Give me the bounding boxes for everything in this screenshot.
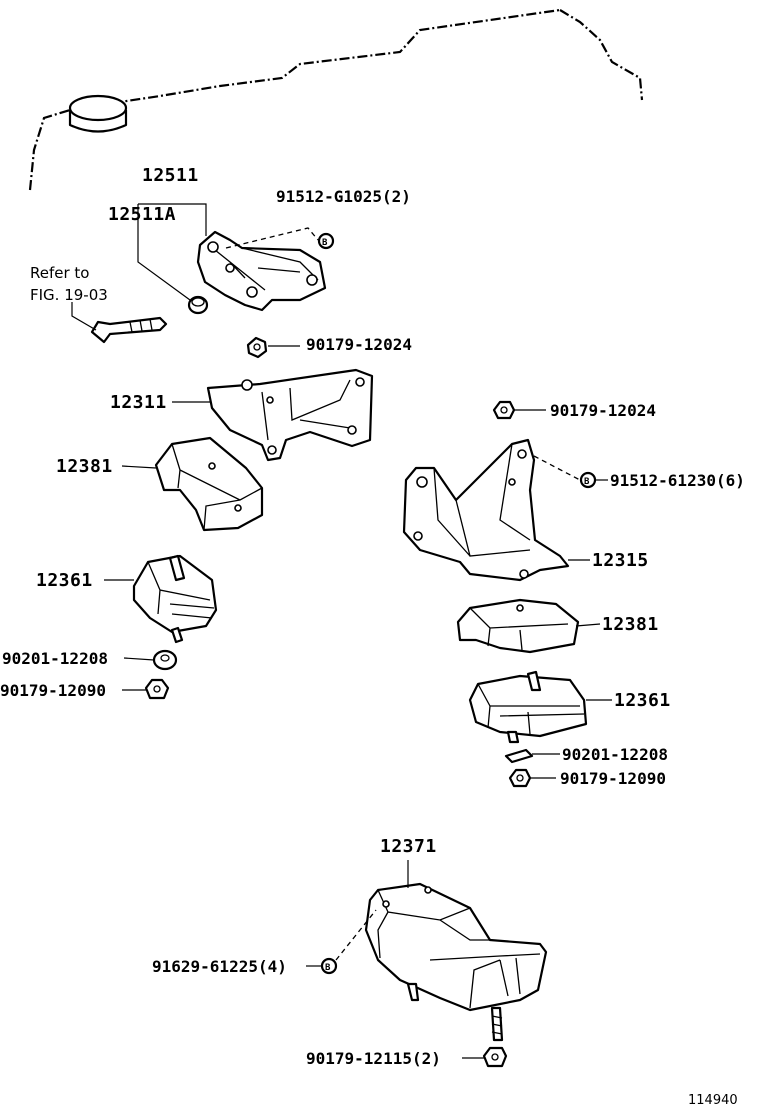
svg-text:B: B <box>325 963 331 973</box>
label-12511A: 12511A <box>108 204 176 225</box>
washer-icon-right <box>504 748 534 764</box>
label-nut-left: 90179-12090 <box>0 681 106 700</box>
label-washer-left: 90201-12208 <box>2 649 108 668</box>
label-12511: 12511 <box>142 165 199 186</box>
label-12315: 12315 <box>592 550 649 571</box>
label-12361-right: 12361 <box>614 690 671 711</box>
left-mount <box>132 554 218 644</box>
left-insulator <box>154 436 264 532</box>
bolt-icon-rear: B <box>320 957 338 975</box>
figure-number: 114940 <box>688 1093 738 1108</box>
bolt-icon-upper: B <box>317 232 335 250</box>
upper-engine-bracket <box>196 230 327 312</box>
nut-icon-right-top <box>492 400 516 420</box>
label-bolt-upper: 91512-G1025(2) <box>276 187 411 206</box>
label-12311: 12311 <box>110 392 167 413</box>
label-12371: 12371 <box>380 836 437 857</box>
bolt-icon-right: B <box>579 471 597 489</box>
label-12381-right: 12381 <box>602 614 659 635</box>
right-insulator <box>456 598 580 654</box>
label-bolt-right: 91512-61230(6) <box>610 471 745 490</box>
nut-icon-right <box>508 768 532 788</box>
nut-icon-rear <box>482 1046 508 1068</box>
label-nut-rear: 90179-12115(2) <box>306 1049 441 1068</box>
label-washer-right: 90201-12208 <box>562 745 668 764</box>
svg-text:B: B <box>322 238 328 248</box>
engine-outline <box>28 8 644 191</box>
label-refer-to: Refer to <box>30 264 89 282</box>
label-nut-upper: 90179-12024 <box>306 335 412 354</box>
right-mount <box>468 670 588 744</box>
rear-mount <box>364 882 548 1042</box>
label-nut-right-top: 90179-12024 <box>550 401 656 420</box>
right-engine-bracket <box>402 438 570 582</box>
nut-icon-upper <box>246 336 268 359</box>
nut-icon-left <box>144 678 170 700</box>
label-refer-fig: FIG. 19-03 <box>30 286 108 304</box>
long-bolt <box>90 316 168 344</box>
bracket-bushing-12511A <box>187 295 209 315</box>
svg-text:B: B <box>584 477 590 487</box>
oil-filler-cap <box>68 94 128 133</box>
left-engine-bracket <box>206 368 374 462</box>
leader-lines <box>71 203 612 1059</box>
label-bolt-rear: 91629-61225(4) <box>152 957 287 976</box>
label-12361-left: 12361 <box>36 570 93 591</box>
washer-icon-left <box>152 649 178 671</box>
label-12381-left: 12381 <box>56 456 113 477</box>
label-nut-right: 90179-12090 <box>560 769 666 788</box>
